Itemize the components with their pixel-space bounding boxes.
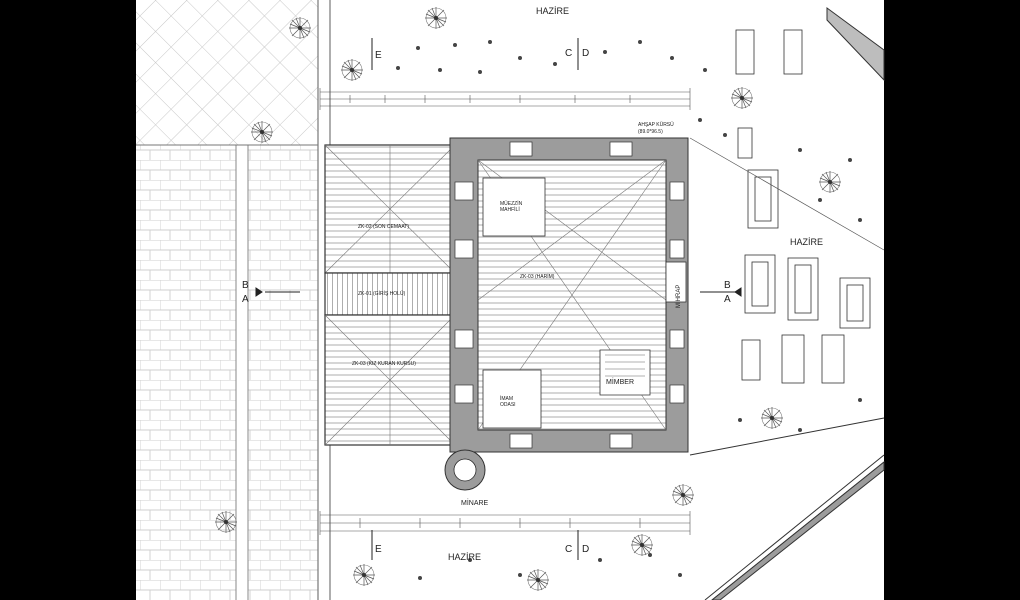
- paving-area: [136, 0, 331, 600]
- graves: [735, 29, 871, 384]
- hazire-label-top: HAZİRE: [536, 6, 569, 16]
- zk02-label: ZK-02 (SON CEMAAT): [358, 224, 409, 230]
- section-C-top: C: [565, 48, 572, 59]
- dimension-lines: [319, 88, 691, 535]
- giris-holu: [324, 272, 456, 316]
- section-A-right: A: [724, 294, 731, 305]
- boundary-wall: [689, 7, 885, 600]
- section-E-bottom: E: [375, 544, 382, 555]
- minaret: [444, 449, 486, 491]
- section-arrow-icon: [255, 38, 742, 560]
- son-cemaat-wing: [324, 144, 456, 274]
- mosque-walls: [449, 137, 689, 453]
- zk03-label: ZK-03 (KIZ KURAN KURSU): [352, 361, 416, 367]
- site-markers: [396, 40, 862, 580]
- section-B-left: B: [242, 280, 249, 291]
- harim-label: ZK-03 (HARİM): [520, 273, 555, 280]
- hazire-label-right: HAZİRE: [790, 237, 823, 247]
- mihrap-label: MİHRAP: [675, 285, 682, 308]
- mimber-label: MİMBER: [606, 377, 634, 386]
- section-C-bottom: C: [565, 544, 572, 555]
- section-E-top: E: [375, 50, 382, 61]
- hazire-label-bottom: HAZİRE: [448, 552, 481, 562]
- kuran-kursu-wing: [324, 314, 456, 446]
- ahsap-label: AHŞAP KÜRSÜ: [638, 121, 674, 128]
- section-B-right: B: [724, 280, 731, 291]
- zk01-label: ZK-01 (GİRİŞ HOLÜ): [358, 290, 406, 297]
- section-D-bottom: D: [582, 544, 589, 555]
- ahsap-level: (89.0*96.5): [638, 129, 663, 135]
- minare-label: MİNARE: [461, 498, 489, 507]
- section-A-left: A: [242, 294, 249, 305]
- section-D-top: D: [582, 48, 589, 59]
